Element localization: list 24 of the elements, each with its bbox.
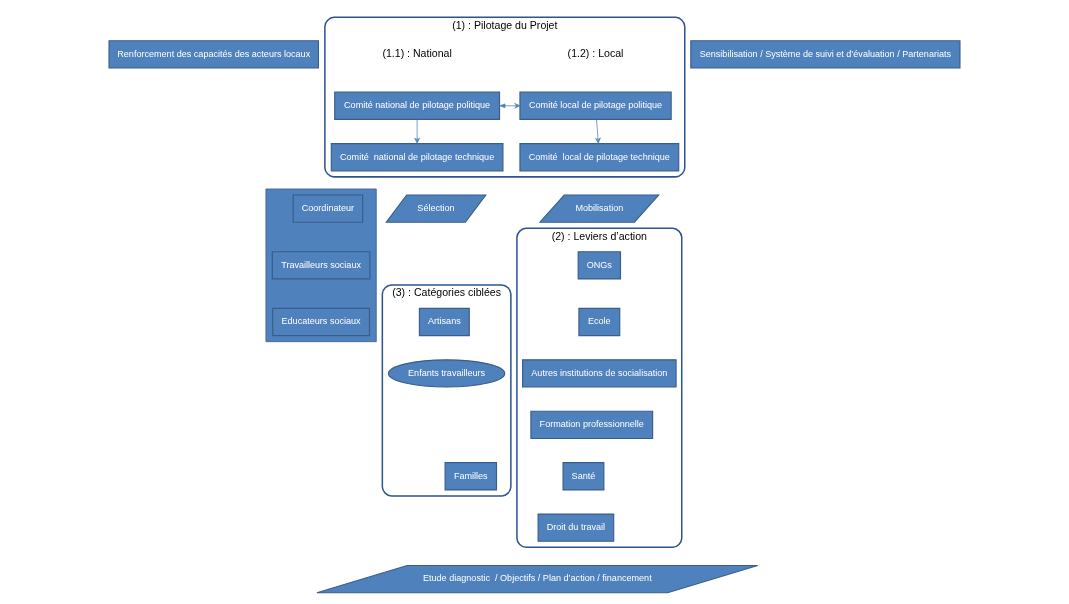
node-box: Coordinateur (292, 194, 364, 223)
arrow (414, 119, 420, 144)
node-box: Comité local de pilotage politique (519, 91, 672, 120)
label: (1.1) : National (382, 47, 452, 60)
node-box: Comité local de pilotage technique (519, 143, 680, 172)
node-box: Sensibilisation / Système de suivi et d’évaluation / Partenariats (690, 40, 961, 69)
node-box: Renforcement des capacités des acteurs locaux (108, 40, 319, 69)
node-box: Travailleurs sociaux (271, 251, 371, 280)
node-ellipse: Enfants travailleurs (387, 359, 506, 388)
node-box: Autres institutions de socialisation (522, 359, 677, 388)
node-box: ONGs (577, 251, 622, 280)
cluster (265, 188, 377, 343)
label: (1.2) : Local (567, 47, 624, 60)
arrow (595, 119, 601, 144)
node-box: Formation professionnelle (530, 410, 654, 440)
arrow (499, 103, 521, 109)
node-box: Droit du travail (537, 513, 615, 542)
node-box: Comité national de pilotage politique (334, 91, 501, 120)
node-box: Educateurs sociaux (272, 307, 371, 337)
node-box: Santé (562, 462, 605, 491)
node-box: Comité national de pilotage technique (330, 143, 504, 172)
node-box: Ecole (578, 307, 621, 337)
node-box: Familles (444, 462, 498, 491)
node-box: Artisans (418, 307, 470, 337)
